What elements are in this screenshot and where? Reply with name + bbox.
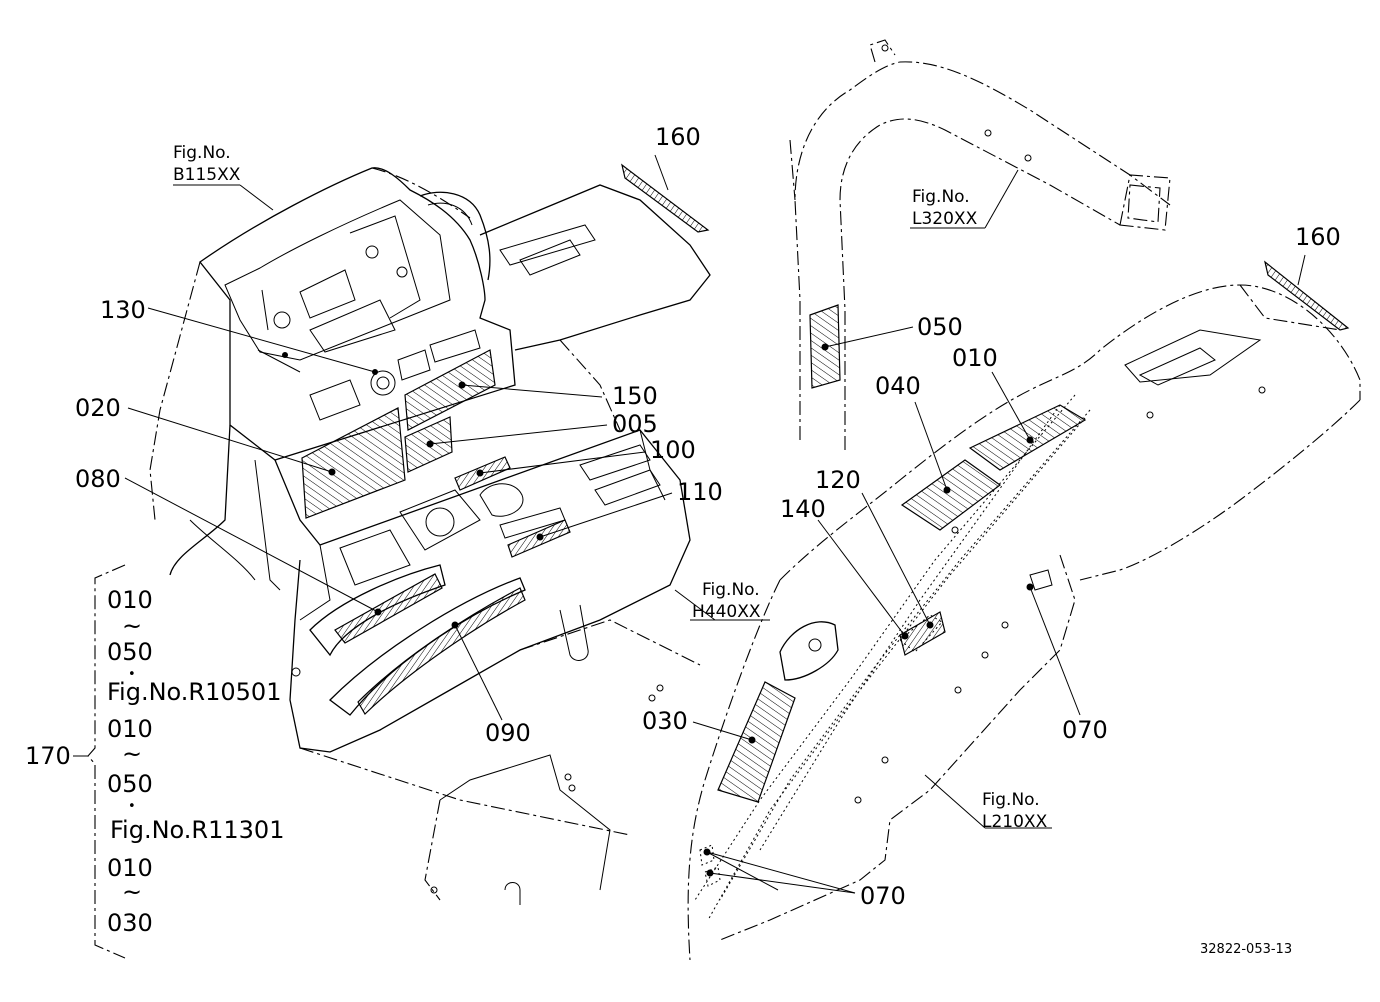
decal-040	[900, 459, 1002, 531]
figref-b115-top: Fig.No.	[173, 143, 231, 163]
bracket-item: Fig.No.R11301	[110, 816, 284, 844]
figref-h440-top: Fig.No.	[702, 580, 760, 600]
label-010: 010	[952, 344, 998, 372]
label-050: 050	[917, 313, 963, 341]
label-040: 040	[875, 372, 921, 400]
figref-l210-bottom: L210XX	[982, 812, 1048, 832]
bracket-170	[73, 564, 126, 959]
callout-labels: 160 160 130 020 150 005 100 080 110 050 …	[25, 123, 1341, 910]
figref-l320-top: Fig.No.	[912, 187, 970, 207]
figref-b115-bottom: B115XX	[173, 165, 241, 185]
label-110: 110	[677, 478, 723, 506]
label-130: 130	[100, 296, 146, 324]
decal-020	[301, 407, 406, 519]
bracket-item: 010	[107, 715, 153, 743]
bracket-item: 010	[107, 586, 153, 614]
decal-010	[968, 404, 1087, 471]
decal-090	[357, 587, 526, 715]
leader-lines	[124, 154, 1306, 894]
bracket-item: ~	[122, 878, 142, 906]
figure-references: Fig.No. B115XX Fig.No. L320XX Fig.No. H4…	[173, 143, 1048, 832]
drawing-number: 32822-053-13	[1200, 942, 1292, 957]
decal-150	[404, 349, 496, 431]
label-150: 150	[612, 382, 658, 410]
bracket-list: 010 ~ 050 • Fig.No.R10501 010 ~ 050 • Fi…	[107, 586, 284, 937]
fender-body-outline	[274, 429, 691, 753]
label-100: 100	[650, 436, 696, 464]
bracket-item: 050	[107, 770, 153, 798]
label-005: 005	[612, 410, 658, 438]
label-170: 170	[25, 742, 71, 770]
label-160-right: 160	[1295, 223, 1341, 251]
bracket-item: ~	[122, 740, 142, 768]
label-090: 090	[485, 719, 531, 747]
left-assembly	[149, 163, 711, 905]
bracket-item: 010	[107, 854, 153, 882]
rops-frame	[794, 61, 1171, 440]
decal-160-right	[1264, 260, 1350, 331]
bracket-item: ~	[122, 612, 142, 640]
bracket-item: •	[128, 667, 136, 682]
label-080: 080	[75, 465, 121, 493]
dash-hood-outline	[199, 167, 516, 461]
figref-l210-top: Fig.No.	[982, 790, 1040, 810]
label-030: 030	[642, 707, 688, 735]
right-assembly	[687, 39, 1361, 961]
label-070-bottom: 070	[860, 882, 906, 910]
bracket-item: 030	[107, 909, 153, 937]
label-120: 120	[815, 466, 861, 494]
decal-160-left	[621, 163, 710, 233]
bracket-item: •	[128, 799, 136, 814]
decal-030	[717, 681, 796, 803]
bracket-item: Fig.No.R10501	[107, 678, 281, 706]
figref-l320-bottom: L320XX	[912, 209, 978, 229]
figref-h440-bottom: H440XX	[692, 602, 761, 622]
label-140: 140	[780, 495, 826, 523]
label-070-right: 070	[1062, 716, 1108, 744]
label-160-left: 160	[655, 123, 701, 151]
label-020: 020	[75, 394, 121, 422]
decal-080	[334, 573, 443, 644]
bracket-item: 050	[107, 638, 153, 666]
